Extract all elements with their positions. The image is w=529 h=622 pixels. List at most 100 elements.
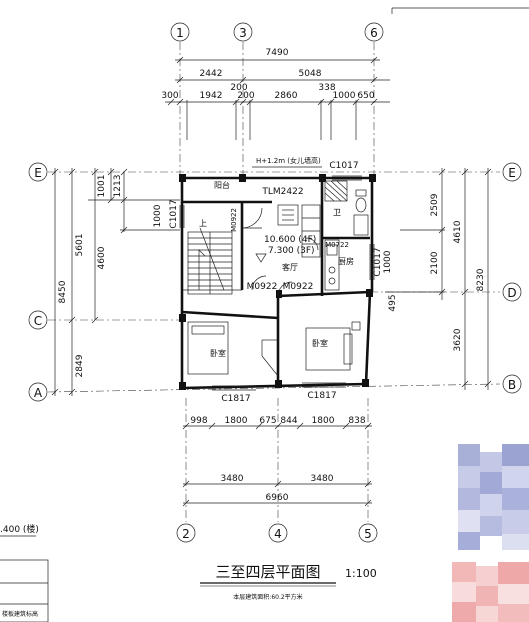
- dim-bottom-838: 838: [348, 416, 365, 426]
- drawing-scale: 1:100: [345, 567, 377, 580]
- room-label-bedroom-right: 卧室: [312, 338, 328, 348]
- building-walls: [180, 176, 374, 390]
- axis-bubble-bottom-2: 2: [176, 523, 196, 543]
- bed-left: [187, 321, 229, 375]
- legend-row-label: 楼板建筑标高: [2, 610, 38, 618]
- bottom-dimensions: [182, 422, 372, 507]
- door-label-m0922-stair: M0922: [230, 208, 238, 232]
- svg-text:D: D: [507, 286, 516, 300]
- axis-bubble-left-E: E: [28, 162, 48, 182]
- blurred-watermark: [452, 444, 529, 622]
- dim-top-300: 300: [161, 91, 178, 101]
- room-label-bath: 卫: [333, 208, 341, 217]
- dim-right-2100: 2100: [430, 251, 440, 274]
- door-label-tlm2422: TLM2422: [261, 187, 303, 197]
- axis-bubble-left-C: C: [28, 310, 48, 330]
- svg-text:A: A: [34, 386, 43, 400]
- axis-bubble-right-D: D: [502, 282, 522, 302]
- dim-top-1000: 1000: [333, 91, 356, 101]
- level-label-3f: 7.300 (3F): [268, 246, 315, 256]
- level-marker-icon: [255, 253, 267, 263]
- dim-left-1213: 1213: [113, 175, 123, 198]
- svg-text:6: 6: [370, 26, 378, 40]
- dim-top-1942: 1942: [200, 91, 223, 101]
- door-label-m0722: M0722: [325, 241, 349, 249]
- axis-bubble-top-1: 1: [170, 22, 190, 42]
- window-label-c1017-left: C1017: [169, 199, 179, 228]
- bathroom-hatch: [324, 180, 348, 202]
- window-label-c1017-right: C1017: [373, 247, 383, 276]
- room-label-bedroom-left: 卧室: [210, 348, 226, 358]
- door-label-m0922-left: M0922: [247, 282, 278, 292]
- svg-text:4: 4: [274, 527, 282, 541]
- dim-bottom-1800b: 1800: [312, 416, 335, 426]
- dim-left-8450: 8450: [58, 280, 68, 303]
- dim-left-5601: 5601: [75, 234, 85, 257]
- kitchen-counter: [324, 239, 340, 291]
- axis-bubble-left-A: A: [28, 382, 48, 402]
- dim-right-2509: 2509: [430, 193, 440, 216]
- dim-top-5048: 5048: [299, 69, 322, 79]
- window-label-c1817-right: C1817: [307, 391, 336, 401]
- staircase: [187, 227, 233, 295]
- dim-right-4610: 4610: [453, 220, 463, 243]
- svg-text:3: 3: [239, 26, 247, 40]
- windows: [179, 175, 375, 391]
- parapet-label: H+1.2m (女儿墙高): [256, 156, 321, 165]
- axis-bubble-bottom-4: 4: [268, 523, 288, 543]
- svg-text:E: E: [508, 166, 516, 180]
- window-label-c1817-left: C1817: [221, 394, 250, 404]
- room-label-living: 客厅: [282, 262, 298, 272]
- room-label-balcony: 阳台: [214, 180, 230, 190]
- left-dimensions: [51, 168, 180, 396]
- doors: [241, 207, 319, 377]
- svg-text:2: 2: [182, 527, 190, 541]
- axis-bubble-bottom-5: 5: [358, 523, 378, 543]
- dim-top-overall: 7490: [266, 48, 289, 58]
- axis-bubble-right-E: E: [502, 162, 522, 182]
- dim-bottom-675: 675: [259, 416, 276, 426]
- right-dimensions: [385, 168, 492, 390]
- dim-top-200a: 200: [230, 83, 247, 93]
- structural-columns: [179, 174, 376, 390]
- dim-top-2860: 2860: [275, 91, 298, 101]
- dim-top-200b: 200: [237, 91, 254, 101]
- svg-text:1: 1: [176, 26, 184, 40]
- svg-text:B: B: [508, 378, 516, 392]
- stair-up-label: 上: [199, 219, 207, 228]
- dim-right-3620: 3620: [453, 328, 463, 351]
- window-label-c1017-top: C1017: [329, 161, 358, 171]
- level-label-4f: 10.600 (4F): [264, 235, 316, 245]
- svg-text:C: C: [34, 314, 42, 328]
- dim-left-2849: 2849: [75, 354, 85, 377]
- svg-text:E: E: [34, 166, 42, 180]
- axis-bubble-top-3: 3: [233, 22, 253, 42]
- dim-bottom-3480b: 3480: [311, 474, 334, 484]
- dim-left-4600: 4600: [97, 246, 107, 269]
- dim-bottom-overall: 6960: [266, 493, 289, 503]
- dim-bottom-998: 998: [190, 416, 207, 426]
- dim-bottom-3480a: 3480: [221, 474, 244, 484]
- dim-right-495: 495: [388, 294, 398, 311]
- dim-right-8230: 8230: [476, 268, 486, 291]
- dim-bottom-1800a: 1800: [225, 416, 248, 426]
- dim-left-1000: 1000: [153, 204, 163, 227]
- bed-right: [305, 321, 361, 371]
- dim-left-1001: 1001: [97, 175, 107, 198]
- axis-bubble-top-6: 6: [364, 22, 384, 42]
- dim-bottom-844: 844: [280, 416, 297, 426]
- floor-area-note: 本层建筑面积:60.2平方米: [233, 593, 302, 601]
- dim-right-1000: 1000: [383, 250, 393, 273]
- legend-elevation: .400 (楼): [0, 523, 39, 535]
- door-label-m0922-right: M0922: [283, 282, 314, 292]
- top-dimensions: [165, 56, 390, 140]
- axis-grid-lines: [47, 42, 501, 522]
- svg-text:5: 5: [364, 527, 372, 541]
- living-fixtures: [277, 204, 321, 258]
- dim-top-338: 338: [318, 83, 335, 93]
- room-label-kitchen: 厨房: [338, 256, 354, 266]
- dim-top-2442: 2442: [200, 69, 223, 79]
- axis-bubble-right-B: B: [502, 374, 522, 394]
- drawing-title: 三至四层平面图: [215, 563, 320, 581]
